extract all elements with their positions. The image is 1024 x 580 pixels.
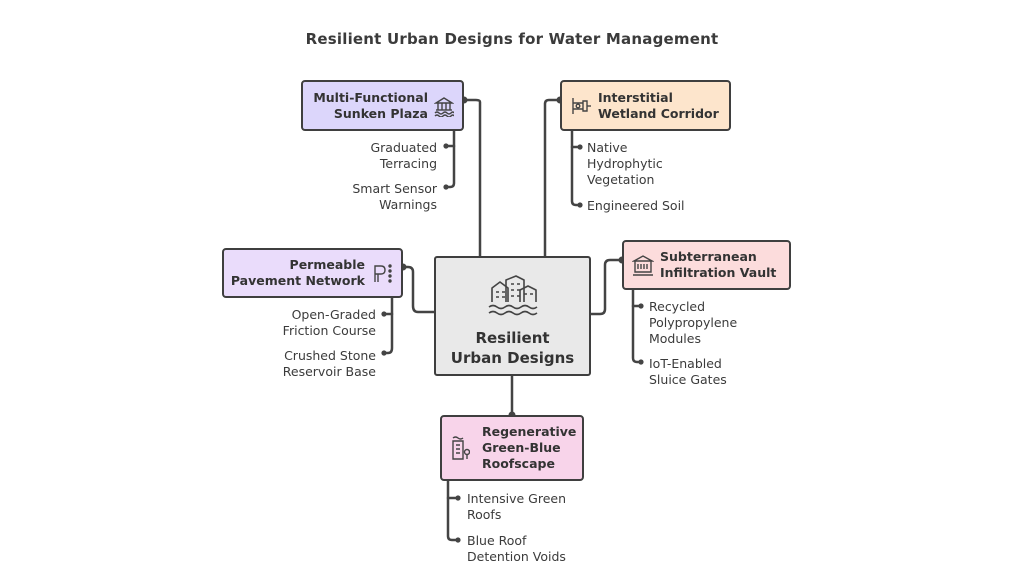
connector-center-vault: [589, 258, 624, 316]
node-label: Permeable Pavement Network: [230, 257, 365, 288]
node-label: Regenerative Green-Blue Roofscape: [482, 424, 577, 471]
leaf-iot-enabled-sluice-gates: IoT-Enabled Sluice Gates: [649, 356, 727, 387]
leaf-graduated-terracing: Graduated Terracing: [370, 140, 437, 171]
branch-vault: [631, 288, 643, 364]
underground-vault-icon: [632, 255, 654, 276]
node-regenerative-green-blue-roofscape: Regenerative Green-Blue Roofscape: [440, 415, 584, 481]
leaf-blue-roof-detention-voids: Blue Roof Detention Voids: [467, 533, 566, 564]
permeable-drain-icon: [374, 264, 392, 283]
node-label: Interstitial Wetland Corridor: [598, 89, 719, 121]
leaf-native-hydrophytic-vegetation: Native Hydrophytic Vegetation: [587, 140, 663, 187]
buildings-on-water-icon: [488, 275, 538, 316]
connector-center-plaza: [462, 98, 482, 258]
connector-center-wetland: [543, 98, 562, 258]
branch-roof: [446, 479, 460, 542]
leaf-open-graded-friction-course: Open-Graded Friction Course: [282, 307, 376, 338]
node-interstitial-wetland-corridor: Interstitial Wetland Corridor: [560, 80, 731, 131]
branch-plaza: [444, 129, 456, 189]
leaf-smart-sensor-warnings: Smart Sensor Warnings: [352, 181, 437, 212]
leaf-engineered-soil: Engineered Soil: [587, 198, 685, 213]
leaf-crushed-stone-reservoir-base: Crushed Stone Reservoir Base: [282, 348, 376, 379]
node-label: Multi-Functional Sunken Plaza: [313, 89, 428, 121]
leaf-intensive-green-roofs: Intensive Green Roofs: [467, 491, 567, 522]
leaf-recycled-polypropylene-modules: Recycled Polypropylene Modules: [649, 299, 738, 346]
diagram-title: Resilient Urban Designs for Water Manage…: [305, 30, 719, 48]
node-label: Subterranean Infiltration Vault: [660, 249, 777, 280]
branch-pavement: [382, 296, 394, 355]
node-multi-functional-sunken-plaza: Multi-Functional Sunken Plaza: [301, 80, 464, 131]
pipe-valve-icon: [572, 97, 591, 114]
plaza-pavilion-icon: [434, 96, 454, 117]
node-subterranean-infiltration-vault: Subterranean Infiltration Vault: [622, 240, 791, 290]
green-roof-building-icon: [452, 436, 470, 460]
node-permeable-pavement-network: Permeable Pavement Network: [222, 248, 403, 298]
connector-center-pavement: [401, 265, 436, 314]
center-node: Resilient Urban Designs: [434, 256, 591, 376]
center-label: Resilient Urban Designs: [450, 329, 575, 367]
branch-wetland: [570, 129, 582, 207]
